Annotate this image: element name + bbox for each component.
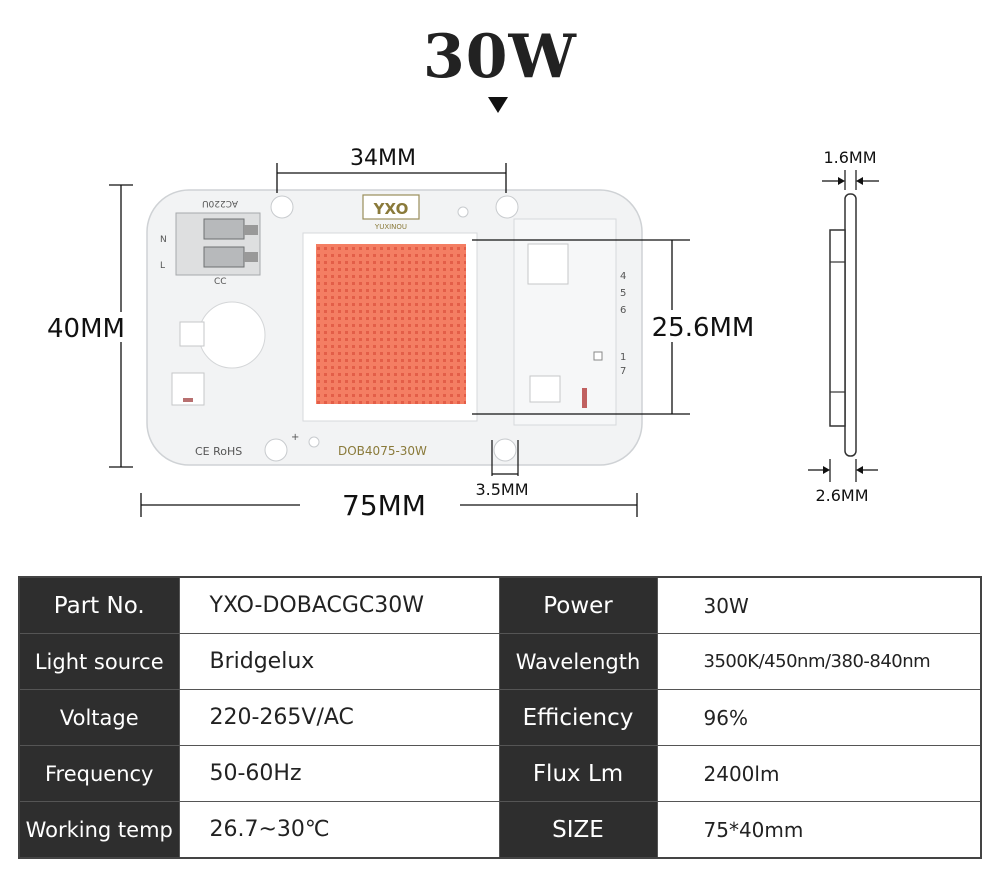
spec-label: Efficiency (498, 689, 658, 746)
mounting-hole (264, 438, 288, 462)
dim-hole-diameter: 3.5MM (475, 480, 528, 499)
brand-logo: YXO (373, 200, 409, 218)
spec-label: Power (498, 576, 658, 634)
svg-text:5: 5 (620, 288, 626, 299)
table-row: Working temp 26.7~30℃ SIZE 75*40mm (18, 801, 982, 859)
side-view-pcb (844, 193, 857, 457)
svg-text:7: 7 (620, 366, 626, 377)
l-label: L (160, 261, 165, 271)
mounting-hole (495, 195, 519, 219)
model-label: DOB4075-30W (338, 444, 427, 458)
svg-text:4: 4 (620, 271, 626, 282)
page-title: 30W (423, 22, 577, 92)
ac-label: AC220U (202, 198, 238, 208)
component-round (198, 301, 266, 369)
chip-diagram: YXO YUXINOU AC220U N L CC 4 5 6 1 7 CE R… (47, 146, 879, 522)
dim-total-thickness: 2.6MM (815, 486, 868, 505)
component-pad (527, 243, 569, 285)
spec-value: 220-265V/AC (178, 689, 500, 746)
dim-pcb-thickness: 1.6MM (823, 148, 876, 167)
spec-label: SIZE (498, 801, 658, 859)
spec-value: 96% (656, 689, 982, 746)
spec-label: Wavelength (498, 633, 658, 690)
spec-value: 30W (656, 576, 982, 634)
spec-label: Light source (18, 633, 180, 690)
component-pad (529, 375, 561, 403)
svg-text:6: 6 (620, 305, 626, 316)
spec-label: Working temp (18, 801, 180, 859)
led-array (316, 244, 466, 404)
spec-value: 50-60Hz (178, 745, 500, 802)
dim-hole-spacing: 34MM (350, 146, 416, 171)
spec-label: Voltage (18, 689, 180, 746)
spec-value: 26.7~30℃ (178, 801, 500, 859)
spec-label: Part No. (18, 576, 180, 634)
n-label: N (160, 235, 167, 245)
component-pad (179, 321, 205, 347)
spec-value: 75*40mm (656, 801, 982, 859)
cc-label: CC (214, 277, 227, 287)
spec-label: Flux Lm (498, 745, 658, 802)
spec-label: Frequency (18, 745, 180, 802)
mounting-hole (493, 438, 517, 462)
svg-text:1: 1 (620, 352, 626, 363)
plus-label: + (291, 432, 299, 443)
mounting-hole (270, 195, 294, 219)
table-row: Light source Bridgelux Wavelength 3500K/… (18, 633, 982, 690)
dim-height: 40MM (47, 314, 125, 344)
spec-value: Bridgelux (178, 633, 500, 690)
spec-table: Part No. YXO-DOBACGC30W Power 30W Light … (18, 576, 982, 859)
arrow-down-icon (488, 97, 508, 113)
small-hole (457, 206, 469, 218)
cert-label: CE RoHS (195, 445, 242, 458)
dim-led-size: 25.6MM (652, 313, 755, 343)
small-hole (308, 436, 320, 448)
brand-logo-box (362, 194, 420, 220)
table-row: Voltage 220-265V/AC Efficiency 96% (18, 689, 982, 746)
side-view-component (829, 229, 846, 427)
dim-width: 75MM (342, 489, 426, 522)
spec-value: 3500K/450nm/380-840nm (656, 633, 982, 690)
spec-value: 2400lm (656, 745, 982, 802)
table-row: Part No. YXO-DOBACGC30W Power 30W (18, 576, 982, 634)
spec-value: YXO-DOBACGC30W (178, 576, 500, 634)
table-row: Frequency 50-60Hz Flux Lm 2400lm (18, 745, 982, 802)
brand-name: YUXINOU (374, 223, 407, 231)
